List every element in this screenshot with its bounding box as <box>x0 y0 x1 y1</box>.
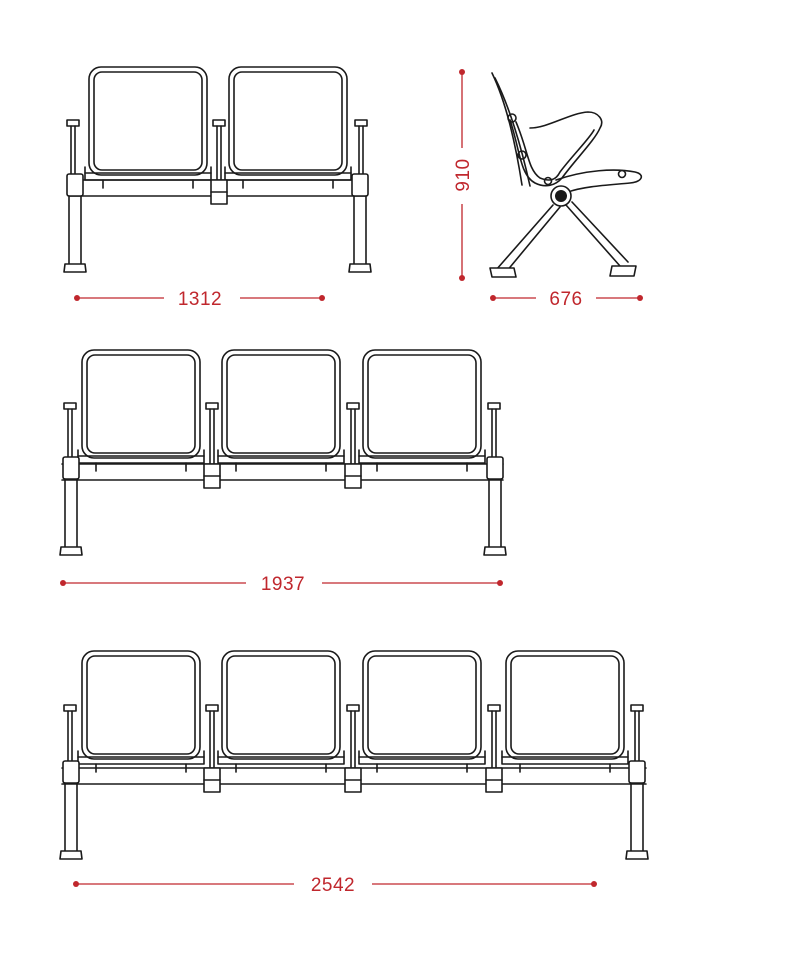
dimension-label-1312: 1312 <box>178 289 222 310</box>
dimension-label-910: 910 <box>453 158 474 191</box>
three-seat-front-view <box>59 349 507 556</box>
two-seat-front-view <box>63 66 372 273</box>
dimension-side-height: 910 <box>453 69 474 281</box>
dimension-label-676: 676 <box>549 289 582 310</box>
dimension-three-seat-width: 1937 <box>60 574 503 595</box>
side-view <box>489 72 643 278</box>
dimension-four-seat-width: 2542 <box>73 875 597 896</box>
four-seat-front-view <box>59 650 649 860</box>
dimension-two-seat-width: 1312 <box>74 289 325 310</box>
dimension-label-2542: 2542 <box>311 875 355 896</box>
dimension-label-1937: 1937 <box>261 574 305 595</box>
dimension-side-depth: 676 <box>490 289 643 310</box>
